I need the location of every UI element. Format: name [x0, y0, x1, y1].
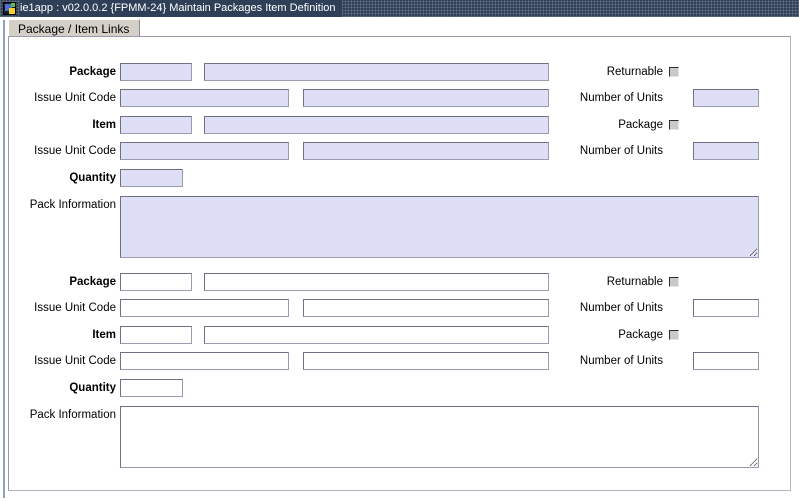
tab-package-item-links[interactable]: Package / Item Links	[8, 19, 141, 37]
input-quantity-upper[interactable]	[120, 169, 183, 187]
label-item-lower: Item	[92, 329, 116, 341]
app-icon-green-dot	[11, 3, 15, 7]
checkbox-package-upper[interactable]	[669, 120, 679, 130]
textarea-pack-information-lower[interactable]	[120, 406, 759, 468]
label-number-of-units-1-upper: Number of Units	[579, 92, 663, 104]
tab-strip: Package / Item Links	[0, 17, 799, 37]
form-container: Package Returnable Issue Unit Code Numbe…	[9, 37, 790, 490]
label-returnable-lower: Returnable	[606, 276, 663, 288]
window-title: ie1app : v02.0.0.2 {FPMM-24} Maintain Pa…	[20, 0, 342, 17]
label-number-of-units-2-lower: Number of Units	[579, 355, 663, 367]
input-item-code-lower[interactable]	[120, 326, 192, 344]
label-package-checkbox-upper: Package	[618, 119, 663, 131]
checkbox-returnable-upper[interactable]	[669, 67, 679, 77]
input-quantity-lower[interactable]	[120, 379, 183, 397]
input-item-desc-upper[interactable]	[204, 116, 549, 134]
label-issue-unit-code-2-upper: Issue Unit Code	[34, 145, 116, 157]
input-issue-unit-code-2-lower[interactable]	[120, 352, 289, 370]
label-issue-unit-code-1-lower: Issue Unit Code	[34, 302, 116, 314]
input-issue-unit-desc-1-lower[interactable]	[303, 299, 549, 317]
textarea-pack-information-upper[interactable]	[120, 196, 759, 258]
label-pack-information-lower: Pack Information	[29, 409, 116, 421]
label-issue-unit-code-2-lower: Issue Unit Code	[34, 355, 116, 367]
app-icon-star	[9, 8, 15, 14]
input-issue-unit-code-2-upper[interactable]	[120, 142, 289, 160]
label-package-upper: Package	[69, 66, 116, 78]
input-item-code-upper[interactable]	[120, 116, 192, 134]
input-number-of-units-1-upper[interactable]	[693, 89, 759, 107]
label-pack-information-upper: Pack Information	[29, 199, 116, 211]
app-icon	[3, 2, 16, 15]
input-issue-unit-desc-2-lower[interactable]	[303, 352, 549, 370]
input-item-desc-lower[interactable]	[204, 326, 549, 344]
window-left-accent	[3, 20, 5, 498]
checkbox-returnable-lower[interactable]	[669, 277, 679, 287]
app-icon-square	[5, 4, 12, 11]
input-number-of-units-2-lower[interactable]	[693, 352, 759, 370]
input-package-desc-upper[interactable]	[204, 63, 549, 81]
input-number-of-units-1-lower[interactable]	[693, 299, 759, 317]
label-quantity-upper: Quantity	[69, 172, 116, 184]
input-issue-unit-desc-1-upper[interactable]	[303, 89, 549, 107]
label-number-of-units-2-upper: Number of Units	[579, 145, 663, 157]
label-issue-unit-code-1-upper: Issue Unit Code	[34, 92, 116, 104]
input-issue-unit-code-1-upper[interactable]	[120, 89, 289, 107]
label-returnable-upper: Returnable	[606, 66, 663, 78]
input-issue-unit-desc-2-upper[interactable]	[303, 142, 549, 160]
checkbox-package-lower[interactable]	[669, 330, 679, 340]
content-panel: Package Returnable Issue Unit Code Numbe…	[8, 36, 791, 491]
label-package-lower: Package	[69, 276, 116, 288]
title-bar[interactable]: ie1app : v02.0.0.2 {FPMM-24} Maintain Pa…	[0, 0, 799, 17]
label-item-upper: Item	[92, 119, 116, 131]
input-package-code-lower[interactable]	[120, 273, 192, 291]
input-issue-unit-code-1-lower[interactable]	[120, 299, 289, 317]
input-package-desc-lower[interactable]	[204, 273, 549, 291]
label-package-checkbox-lower: Package	[618, 329, 663, 341]
label-number-of-units-1-lower: Number of Units	[579, 302, 663, 314]
input-package-code-upper[interactable]	[120, 63, 192, 81]
input-number-of-units-2-upper[interactable]	[693, 142, 759, 160]
label-quantity-lower: Quantity	[69, 382, 116, 394]
